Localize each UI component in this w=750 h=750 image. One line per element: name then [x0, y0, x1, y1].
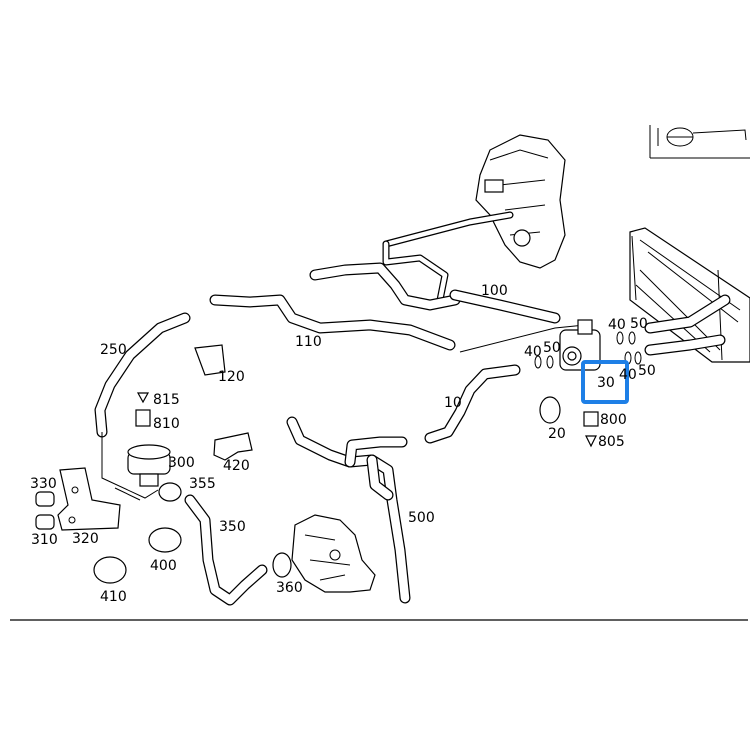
connector-lines: [101, 324, 586, 501]
label-400[interactable]: 400: [150, 558, 177, 574]
small-fittings: [135, 392, 599, 448]
view-direction-icon: [649, 125, 750, 159]
label-110[interactable]: 110: [295, 334, 322, 350]
label-20[interactable]: 20: [548, 426, 566, 442]
engine-housing: [291, 514, 376, 593]
label-250[interactable]: 250: [100, 342, 127, 358]
label-10[interactable]: 10: [444, 395, 462, 411]
label-300[interactable]: 300: [168, 455, 195, 471]
label-330[interactable]: 330: [30, 476, 57, 492]
label-40-right[interactable]: 40: [619, 367, 637, 383]
nuts: [35, 491, 55, 530]
highlight-box: [581, 360, 629, 404]
pump: [127, 444, 171, 487]
expansion-tank: [475, 134, 566, 269]
label-410[interactable]: 410: [100, 589, 127, 605]
label-100[interactable]: 100: [481, 283, 508, 299]
label-320[interactable]: 320: [72, 531, 99, 547]
holders: [194, 344, 253, 461]
label-310[interactable]: 310: [31, 532, 58, 548]
label-360[interactable]: 360: [276, 580, 303, 596]
label-50-left[interactable]: 50: [543, 340, 561, 356]
label-815[interactable]: 815: [153, 392, 180, 408]
label-355[interactable]: 355: [189, 476, 216, 492]
label-50-right[interactable]: 50: [638, 363, 656, 379]
clamps: [93, 396, 561, 584]
label-420[interactable]: 420: [223, 458, 250, 474]
o-rings: [534, 331, 642, 369]
label-120[interactable]: 120: [218, 369, 245, 385]
part-labels: 10 20 30 40 50 40 50 40 50 100 110 120 2…: [30, 283, 656, 605]
label-50-top[interactable]: 50: [630, 316, 648, 332]
label-350[interactable]: 350: [219, 519, 246, 535]
label-800[interactable]: 800: [600, 412, 627, 428]
bracket: [57, 467, 121, 531]
hoses: [94, 211, 731, 606]
label-40-top[interactable]: 40: [608, 317, 626, 333]
label-805[interactable]: 805: [598, 434, 625, 450]
label-500[interactable]: 500: [408, 510, 435, 526]
label-810[interactable]: 810: [153, 416, 180, 432]
label-40-left[interactable]: 40: [524, 344, 542, 360]
label-30[interactable]: 30: [597, 375, 615, 391]
